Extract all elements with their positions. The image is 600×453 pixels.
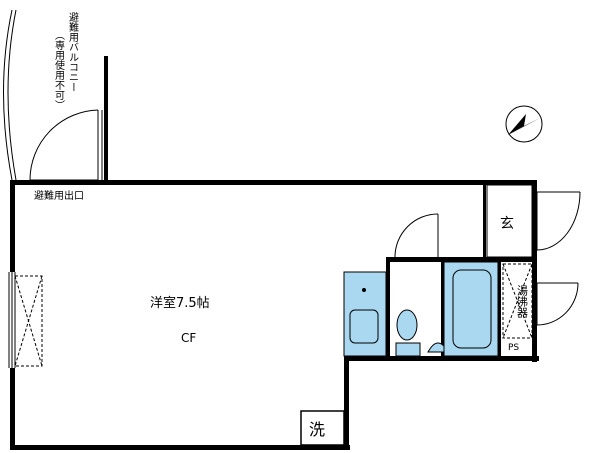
- bathtub: [443, 261, 499, 357]
- entrance: 玄: [486, 184, 533, 258]
- toilet-room: [390, 262, 449, 357]
- north-arrow-icon: [505, 105, 543, 143]
- walls: [10, 180, 539, 450]
- balcony-label: 避難用バルコニー （専用使用不可）: [53, 11, 79, 110]
- water-heater-label: 湯沸器: [516, 285, 529, 319]
- left-window: [8, 272, 16, 368]
- closet: [14, 275, 43, 367]
- floor-type-label: CF: [181, 331, 196, 345]
- room-label: 洋室7.5帖: [150, 295, 210, 311]
- washer-label: 洗: [309, 420, 325, 439]
- ps-label: PS: [508, 343, 519, 353]
- entrance-label: 玄: [500, 215, 514, 232]
- balcony-curve: [3, 9, 13, 181]
- balcony-door: [29, 109, 103, 182]
- balcony-curve-inner: [7, 9, 17, 181]
- balcony-label-text2: （専用使用不可）: [53, 30, 65, 110]
- exit-label: 避難用出口: [34, 189, 84, 202]
- bath-door: [394, 213, 439, 258]
- water-heater: 湯沸器 PS: [502, 263, 533, 353]
- washer-space: 洗: [300, 410, 345, 446]
- meter-door: [536, 282, 579, 326]
- entrance-door: [536, 191, 581, 251]
- kitchen: [343, 271, 387, 357]
- balcony-wall: [104, 56, 108, 184]
- balcony-label-text1: 避難用バルコニー: [67, 11, 79, 92]
